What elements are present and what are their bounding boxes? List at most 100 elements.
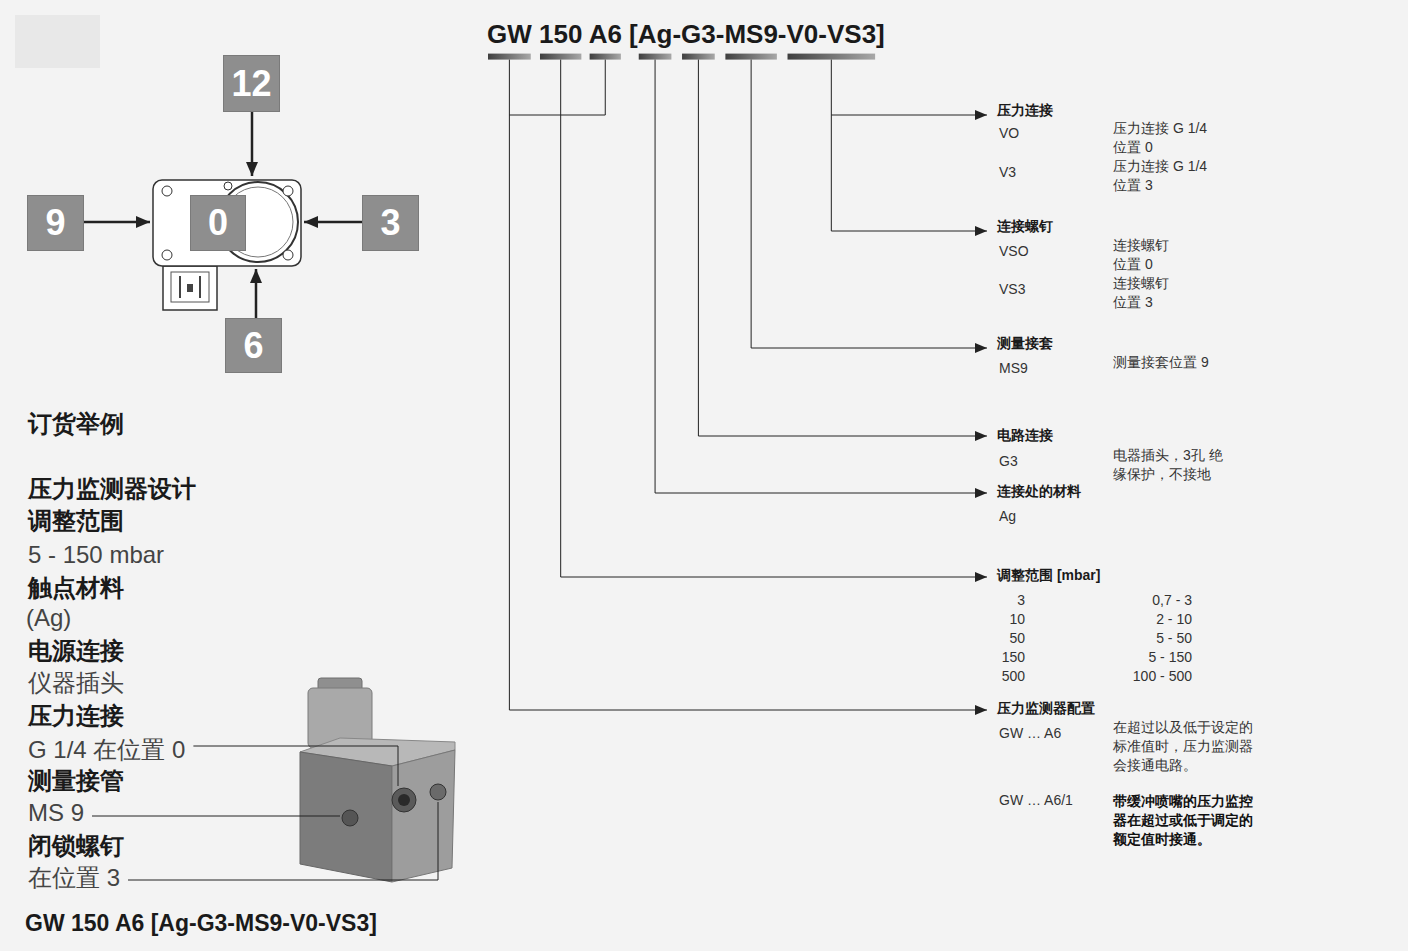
- pressure-port: [392, 788, 416, 812]
- position-arrow: [84, 221, 150, 224]
- code-value: Ag: [999, 508, 1016, 525]
- example-heading: 调整范围: [28, 507, 124, 536]
- section-heading: 连接处的材料: [997, 483, 1081, 500]
- example-value: 在位置 3: [28, 864, 120, 893]
- code-value: VO: [999, 125, 1019, 142]
- position-number: 6: [243, 328, 263, 364]
- leader-group: [92, 54, 987, 880]
- example-value: (Ag): [26, 604, 71, 633]
- housing-screw: [162, 186, 172, 196]
- section-heading: 压力监测器配置: [997, 700, 1095, 717]
- code-value: G3: [999, 453, 1018, 470]
- code-value: 150: [1002, 649, 1025, 666]
- section-heading: 测量接套: [997, 335, 1053, 352]
- code-segment-bar: [682, 54, 715, 60]
- code-description: 电器插头，3孔 绝缘保护，不接地: [1113, 446, 1229, 484]
- code-value: MS9: [999, 360, 1028, 377]
- code-segment-bar: [788, 54, 876, 60]
- order-code-title: GW 150 A6 [Ag-G3-MS9-V0-VS3]: [487, 19, 885, 50]
- example-heading: 测量接管: [28, 767, 124, 796]
- code-segment-bar: [639, 54, 672, 60]
- pressure-port-bore: [398, 794, 410, 806]
- code-segment-bar: [590, 54, 621, 60]
- leader-line: [509, 60, 987, 710]
- code-value: 50: [1009, 630, 1025, 647]
- example-heading: 订货举例: [28, 410, 124, 439]
- example-heading: 压力监测器设计: [28, 475, 196, 504]
- example-value: 仪器插头: [28, 669, 124, 698]
- leader-line: [831, 60, 987, 231]
- code-value: 0,7 - 3: [1152, 592, 1192, 609]
- code-description: 连接螺钉 位置 0: [1113, 236, 1177, 274]
- housing-screw: [224, 182, 232, 190]
- code-value: 测量接套位置 9: [1113, 354, 1209, 371]
- code-description: 在超过以及低于设定的 标准值时，压力监测器 会接通电路。: [1113, 718, 1256, 775]
- code-value: 3: [1017, 592, 1025, 609]
- example-value: 5 - 150 mbar: [28, 541, 164, 570]
- order-code: GW 150 A6 [Ag-G3-MS9-V0-VS3]: [25, 910, 377, 938]
- code-segment-bar: [725, 54, 776, 60]
- example-heading: 压力连接: [28, 702, 124, 731]
- leader-line: [751, 60, 987, 348]
- position-number: 9: [45, 205, 65, 241]
- example-value: G 1/4 在位置 0: [28, 736, 185, 765]
- plug-pin: [199, 276, 201, 298]
- code-value: V3: [999, 164, 1016, 181]
- code-description: 连接螺钉 位置 3: [1113, 274, 1177, 312]
- leader-line: [193, 746, 398, 786]
- position-arrow: [255, 269, 258, 318]
- measuring-nipple: [342, 810, 358, 826]
- code-value: 10: [1009, 611, 1025, 628]
- position-box: 6: [225, 318, 282, 373]
- code-value: VSO: [999, 243, 1029, 260]
- code-value: 100 - 500: [1133, 668, 1192, 685]
- example-heading: 触点材料: [28, 574, 124, 603]
- locking-screw: [430, 784, 446, 800]
- position-number: 12: [231, 66, 271, 102]
- code-value: GW … A6: [999, 725, 1061, 742]
- body-front: [300, 752, 392, 882]
- leader-line: [655, 60, 987, 493]
- code-description: 带缓冲喷嘴的压力监控 器在超过或低于调定的 额定值时接通。: [1113, 792, 1256, 849]
- leader-line: [509, 60, 605, 115]
- code-value: GW … A6/1: [999, 792, 1073, 809]
- position-number: 3: [380, 205, 400, 241]
- corner-patch: [15, 15, 100, 68]
- leader-line: [92, 816, 340, 817]
- code-value: 2 - 10: [1156, 611, 1192, 628]
- position-number: 0: [208, 205, 228, 241]
- code-value: 5 - 50: [1156, 630, 1192, 647]
- leader-line: [128, 802, 438, 880]
- section-heading: 压力连接: [997, 102, 1053, 119]
- code-value: 500: [1002, 668, 1025, 685]
- code-segment-bar: [488, 54, 531, 60]
- position-box: 12: [223, 55, 280, 112]
- plug-pin: [187, 284, 193, 292]
- section-heading: 调整范围 [mbar]: [997, 567, 1100, 584]
- section-heading: 连接螺钉: [997, 218, 1053, 235]
- plug-outline: [163, 266, 217, 310]
- position-arrow: [251, 112, 254, 176]
- housing-screw: [162, 250, 172, 260]
- leader-line: [698, 60, 987, 436]
- position-box: 0: [190, 195, 246, 251]
- leader-line: [831, 115, 987, 116]
- position-box: 3: [362, 195, 419, 251]
- code-value: VS3: [999, 281, 1025, 298]
- plug-inner: [171, 272, 209, 302]
- example-heading: 电源连接: [28, 637, 124, 666]
- body-side: [392, 750, 455, 882]
- example-value: MS 9: [28, 799, 84, 828]
- code-segment-bar: [540, 54, 581, 60]
- housing-screw: [283, 186, 293, 196]
- position-arrow: [304, 221, 362, 224]
- switch-housing: [153, 180, 301, 266]
- position-box: 9: [27, 195, 84, 251]
- housing-screw: [283, 250, 293, 260]
- section-heading: 电路连接: [997, 427, 1053, 444]
- code-description: 压力连接 G 1/4 位置 0: [1113, 119, 1215, 157]
- code-value: 5 - 150: [1148, 649, 1192, 666]
- plug-pin: [179, 276, 181, 298]
